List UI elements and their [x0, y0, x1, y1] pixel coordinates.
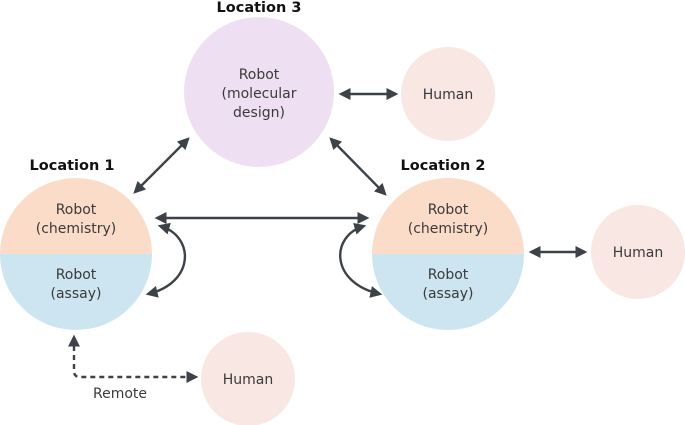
location-2-robot-node: [372, 178, 524, 330]
human-label-location-3: Human: [423, 87, 474, 103]
location-2-title: Location 2: [401, 158, 486, 174]
location-3-title: Location 3: [217, 0, 302, 16]
robot-chemistry-label-line1: Robot: [56, 202, 97, 218]
remote-label: Remote: [93, 386, 147, 402]
robot-assay-label-line2: (assay): [51, 286, 102, 302]
human-label-remote: Human: [223, 372, 274, 388]
robot-chemistry-label-line2: (chemistry): [36, 221, 116, 237]
robot-assay-label-line1: Robot: [56, 267, 97, 283]
human-label-location-2: Human: [613, 245, 664, 261]
loop-arrow-location2: [339, 222, 383, 298]
location-1-robot-node: [0, 178, 152, 330]
human-node-remote: [201, 332, 295, 425]
robot-chemistry-label-line1: Robot: [428, 202, 469, 218]
loop-arrow-location1: [145, 222, 186, 298]
arrow-location3-location2: [329, 137, 387, 196]
robot-design-label-line1: Robot: [239, 67, 280, 83]
robot-design-label-line3: design): [233, 105, 285, 121]
location-1-title: Location 1: [30, 158, 115, 174]
human-node-location-3: [401, 47, 495, 141]
robot-molecular-design-node: [184, 17, 334, 167]
robot-assay-label-line1: Robot: [428, 267, 469, 283]
robot-assay-label-line2: (assay): [423, 286, 474, 302]
human-node-location-2: [591, 205, 685, 299]
robot-chemistry-label-line2: (chemistry): [408, 221, 488, 237]
arrow-location1-location3: [133, 137, 190, 194]
dashed-remote-arrow: [68, 334, 199, 383]
robot-design-label-line2: (molecular: [222, 86, 297, 102]
